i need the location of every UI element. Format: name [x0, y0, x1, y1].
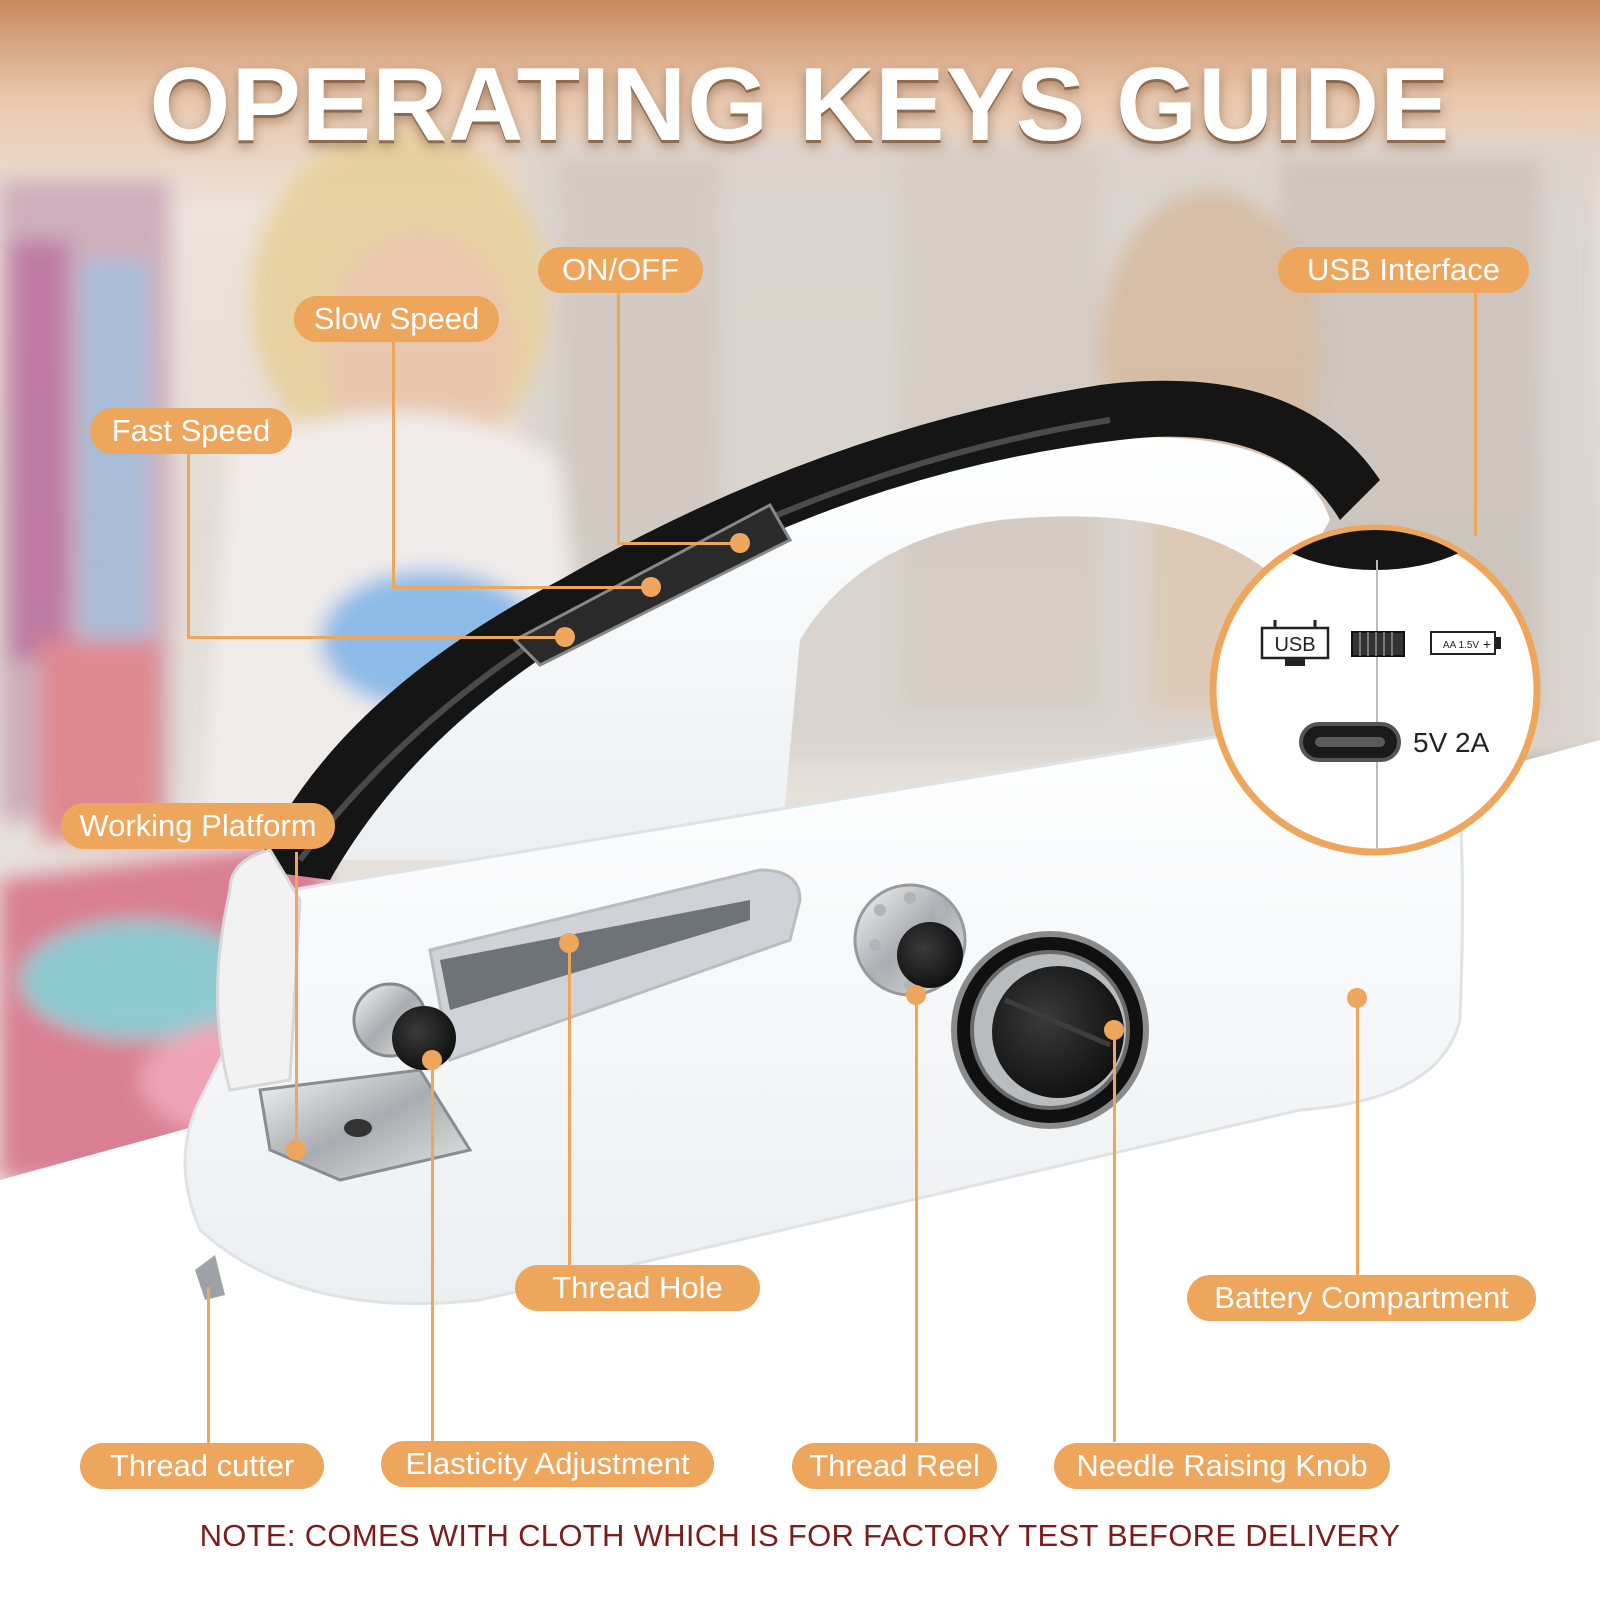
leader-reel: [915, 995, 918, 1442]
power-spec: 5V 2A: [1413, 727, 1490, 758]
handle-top: [255, 380, 1380, 880]
handle-body: [265, 436, 1330, 860]
page-title: OPERATING KEYS GUIDE: [149, 47, 1451, 163]
label-thread-cutter: Thread cutter: [80, 1443, 324, 1489]
label-needle-raising-knob: Needle Raising Knob: [1054, 1443, 1390, 1489]
leader-battery: [1356, 998, 1359, 1275]
label-slow-speed: Slow Speed: [294, 296, 499, 342]
leader-usb: [1474, 286, 1477, 536]
battery-text: AA 1.5V: [1443, 640, 1479, 651]
label-thread-reel: Thread Reel: [792, 1443, 997, 1489]
battery-plus-sign: +: [1483, 636, 1491, 652]
usb-inset: USB AA 1.5V + 5V 2A: [1209, 524, 1541, 856]
battery-icon: AA 1.5V +: [1430, 631, 1501, 655]
usb-text: USB: [1274, 634, 1315, 656]
marker-platform: [286, 1140, 306, 1160]
leader-fast-h: [187, 636, 565, 639]
label-working-platform: Working Platform: [61, 803, 335, 849]
label-fast-speed: Fast Speed: [90, 408, 292, 454]
marker-on-off: [730, 533, 750, 553]
leader-platform: [295, 852, 298, 1148]
leader-elasticity: [431, 1060, 434, 1442]
marker-needle: [1104, 1020, 1124, 1040]
leader-on-off-h: [617, 542, 740, 545]
leader-on-off-v: [617, 286, 620, 544]
marker-reel: [906, 985, 926, 1005]
label-battery-compartment: Battery Compartment: [1187, 1275, 1536, 1321]
leader-cutter: [207, 1287, 210, 1443]
label-thread-hole: Thread Hole: [515, 1265, 760, 1311]
label-on-off: ON/OFF: [538, 247, 703, 293]
usb-icon: USB: [1260, 620, 1330, 666]
marker-slow: [641, 577, 661, 597]
leader-needle: [1113, 1030, 1116, 1442]
marker-fast: [555, 627, 575, 647]
marker-battery: [1347, 988, 1367, 1008]
label-usb-interface: USB Interface: [1278, 247, 1529, 293]
marker-thread-hole: [559, 933, 579, 953]
label-elasticity-adjustment: Elasticity Adjustment: [381, 1441, 714, 1487]
factory-test-note: NOTE: COMES WITH CLOTH WHICH IS FOR FACT…: [199, 1518, 1401, 1553]
leader-slow-h: [392, 586, 650, 589]
leader-fast-v: [187, 446, 190, 638]
leader-slow-v: [392, 336, 395, 588]
marker-elasticity: [422, 1050, 442, 1070]
leader-thread-hole: [568, 943, 571, 1269]
